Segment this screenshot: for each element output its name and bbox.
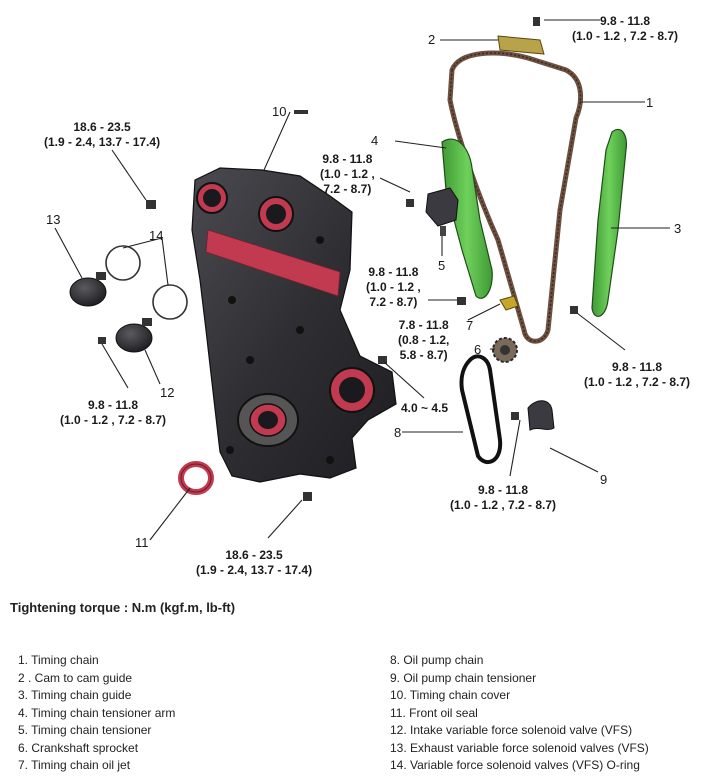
- legend-item: 12. Intake variable force solenoid valve…: [390, 723, 633, 737]
- torque-top-left: 18.6 - 23.5(1.9 - 2.4, 13.7 - 17.4): [44, 120, 161, 149]
- vfs-o-rings: [105, 245, 188, 320]
- exhaust-vfs: [69, 272, 107, 307]
- torque-bottom: 18.6 - 23.5(1.9 - 2.4, 13.7 - 17.4): [196, 548, 313, 577]
- callout-12: 12: [160, 385, 175, 400]
- callout-4: 4: [371, 133, 379, 148]
- legend-left: 1. Timing chain 2 . Cam to cam guide 3. …: [18, 652, 175, 775]
- bolts: [98, 110, 578, 501]
- legend-item: 1. Timing chain: [18, 653, 99, 667]
- callout-10: 10: [272, 104, 287, 119]
- legend-item: 6. Crankshaft sprocket: [18, 740, 139, 755]
- legend-item: 2 . Cam to cam guide: [18, 670, 133, 685]
- torque-units-title: Tightening torque : N.m (kgf.m, lb-ft): [10, 600, 236, 615]
- legend-item: 14. Variable force solenoid valves (VFS)…: [390, 758, 640, 772]
- torque-oil-jet: 7.8 - 11.8(0.8 - 1.2,5.8 - 8.7): [398, 318, 450, 362]
- legend-item: 9. Oil pump chain tensioner: [390, 670, 537, 685]
- leader-lines: [54, 19, 670, 541]
- callout-3: 3: [674, 221, 682, 236]
- timing-chain-cover: [191, 167, 397, 483]
- legend-item: 13. Exhaust variable force solenoid valv…: [390, 740, 649, 755]
- timing-chain-oil-jet: [499, 295, 519, 311]
- callout-13: 13: [46, 212, 61, 227]
- callout-8: 8: [394, 425, 402, 440]
- callout-5: 5: [438, 258, 446, 273]
- legend-item: 7. Timing chain oil jet: [18, 758, 131, 772]
- torque-oil-jet-bolt: 9.8 - 11.8(1.0 - 1.2 ,7.2 - 8.7): [366, 265, 421, 309]
- torque-top-right: 9.8 - 11.8(1.0 - 1.2 , 7.2 - 8.7): [572, 14, 679, 43]
- timing-chain-guide: [591, 128, 627, 317]
- oil-pump-chain: [459, 354, 503, 465]
- torque-oil-pump-tensioner: 9.8 - 11.8(1.0 - 1.2 , 7.2 - 8.7): [450, 483, 557, 512]
- callout-1: 1: [646, 95, 654, 110]
- callout-9: 9: [600, 472, 608, 487]
- legend-right: 8. Oil pump chain 9. Oil pump chain tens…: [390, 652, 649, 775]
- front-oil-seal: [178, 461, 214, 495]
- intake-vfs: [115, 318, 153, 353]
- legend-item: 10. Timing chain cover: [390, 688, 511, 702]
- callout-14: 14: [149, 228, 164, 243]
- torque-vfs: 9.8 - 11.8(1.0 - 1.2 , 7.2 - 8.7): [60, 398, 167, 427]
- legend-item: 5. Timing chain tensioner: [18, 723, 152, 737]
- timing-system-diagram: [54, 17, 670, 541]
- torque-front-seal: 4.0 ~ 4.5: [401, 401, 449, 415]
- legend-item: 4. Timing chain tensioner arm: [18, 705, 176, 720]
- cam-to-cam-guide: [497, 35, 545, 55]
- torque-tensioner: 9.8 - 11.8(1.0 - 1.2 ,7.2 - 8.7): [320, 152, 375, 196]
- legend-item: 3. Timing chain guide: [18, 688, 132, 702]
- oil-pump-chain-tensioner: [527, 400, 555, 431]
- torque-chain-guide: 9.8 - 11.8(1.0 - 1.2 , 7.2 - 8.7): [584, 360, 691, 389]
- timing-chain-tensioner-arm: [441, 138, 493, 299]
- legend-item: 11. Front oil seal: [390, 705, 478, 720]
- callout-11: 11: [135, 535, 149, 550]
- legend-item: 8. Oil pump chain: [390, 653, 484, 667]
- crankshaft-sprocket: [492, 337, 518, 363]
- callout-2: 2: [428, 32, 436, 47]
- callout-6: 6: [474, 342, 482, 357]
- callout-7: 7: [466, 318, 474, 333]
- timing-chain-tensioner: [425, 187, 459, 236]
